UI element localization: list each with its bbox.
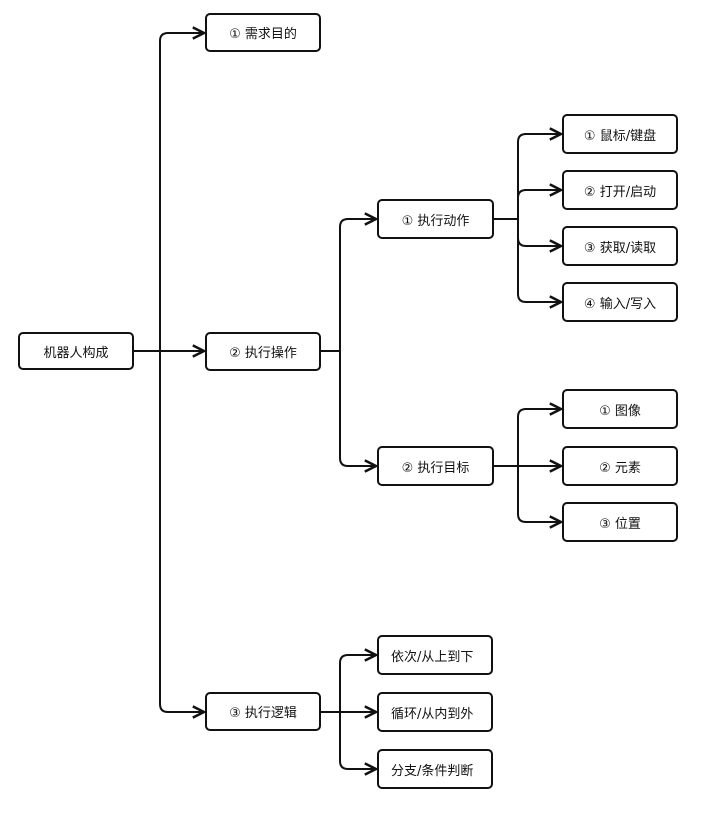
link-action-item1 (493, 127, 563, 220)
logic-item[interactable]: 依次/从上到下 (377, 635, 493, 675)
logic-item[interactable]: 分支/条件判断 (377, 749, 493, 789)
action-node[interactable]: ① 执行动作 (377, 199, 494, 239)
root-node[interactable]: 机器人构成 (18, 332, 134, 370)
action-item[interactable]: ① 鼠标/键盘 (562, 114, 678, 154)
link-action-item4 (517, 237, 563, 309)
target-item[interactable]: ① 图像 (562, 389, 678, 429)
action-item[interactable]: ④ 输入/写入 (562, 282, 678, 322)
link-logic-item1 (320, 648, 378, 713)
logic-item[interactable]: 循环/从内到外 (377, 692, 493, 732)
action-item[interactable]: ② 打开/启动 (562, 170, 678, 210)
link-operation-action (320, 212, 378, 352)
link-target-item3 (517, 465, 563, 529)
purpose-node[interactable]: ① 需求目的 (205, 13, 321, 52)
link-operation-target (339, 350, 378, 473)
link-logic-item3 (339, 711, 378, 776)
link-root-logic (159, 350, 206, 719)
link-root-purpose (133, 26, 206, 352)
link-target-item1 (493, 402, 563, 467)
target-item[interactable]: ② 元素 (562, 446, 678, 486)
target-item[interactable]: ③ 位置 (562, 502, 678, 542)
link-action-item3 (517, 218, 563, 253)
action-item[interactable]: ③ 获取/读取 (562, 226, 678, 266)
logic-node[interactable]: ③ 执行逻辑 (205, 692, 321, 731)
link-action-item2 (517, 183, 563, 220)
target-node[interactable]: ② 执行目标 (377, 446, 494, 486)
operation-node[interactable]: ② 执行操作 (205, 332, 321, 371)
